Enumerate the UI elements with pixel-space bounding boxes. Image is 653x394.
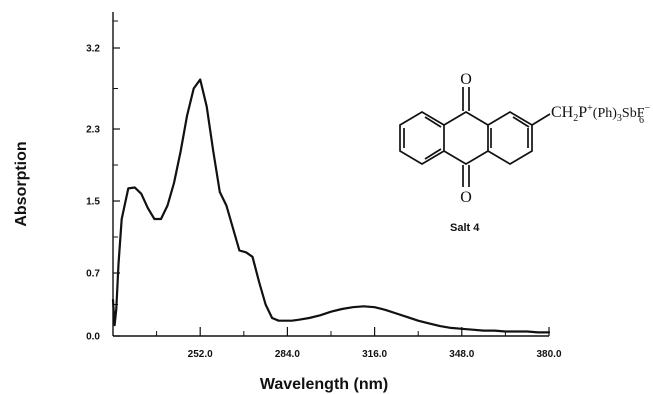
oxygen-top: O <box>460 71 472 88</box>
formula-sub-3: 3 <box>617 113 622 124</box>
oxygen-bottom: O <box>460 189 472 206</box>
substituent-bond <box>531 113 551 126</box>
left-ring-double-bond <box>424 116 442 128</box>
middle-ring-top <box>443 111 489 126</box>
formula-sup-plus: + <box>587 103 593 114</box>
left-benzene-ring <box>399 111 445 165</box>
salt-label: Salt 4 <box>450 222 480 234</box>
y-tick-label: 3.2 <box>86 44 100 55</box>
formula-ph: (Ph) <box>593 106 617 121</box>
substituent-formula: CH2P+(Ph)3SbF− <box>551 103 650 124</box>
x-tick-label: 380.0 <box>536 349 561 360</box>
y-tick-label: 0.7 <box>86 269 100 280</box>
y-tick-label: 0.0 <box>86 332 100 343</box>
formula-sub-2: 2 <box>573 113 578 124</box>
y-tick-label: 1.5 <box>86 197 100 208</box>
formula-sup-minus: − <box>644 103 650 114</box>
x-tick-label: 284.0 <box>275 349 300 360</box>
absorption-series-line <box>111 78 551 334</box>
x-axis-label: Wavelength (nm) <box>260 376 388 393</box>
formula-sbf: SbF <box>622 106 645 121</box>
formula-p: P <box>578 104 587 121</box>
y-axis-ticks: 0.0 0.7 1.5 2.3 3.2 <box>86 20 120 343</box>
x-tick-label: 252.0 <box>188 349 213 360</box>
plot-area <box>111 78 551 334</box>
y-tick-label: 2.3 <box>86 125 100 136</box>
left-ring-double-bond <box>424 148 442 160</box>
formula-sub-6: 6 <box>639 115 644 126</box>
x-tick-label: 348.0 <box>449 349 474 360</box>
formula-ch: CH <box>551 104 574 121</box>
x-axis-ticks: 252.0 284.0 316.0 348.0 380.0 <box>156 327 562 360</box>
middle-ring-bottom <box>443 150 489 165</box>
chemical-structure <box>399 87 551 187</box>
y-axis-label: Absorption <box>13 141 30 226</box>
right-ring-double-bond <box>512 116 530 128</box>
x-tick-label: 316.0 <box>362 349 387 360</box>
axes <box>112 12 549 337</box>
right-benzene-ring <box>487 111 533 165</box>
